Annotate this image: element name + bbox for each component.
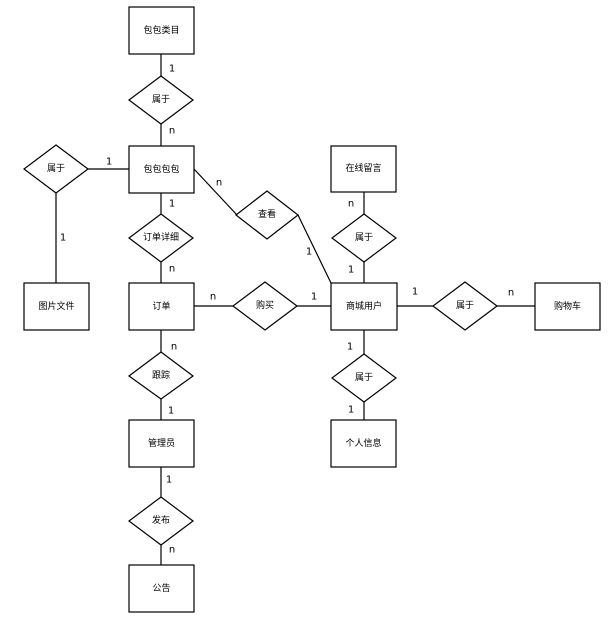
relation-diamond-r1[interactable] <box>128 75 194 125</box>
relation-diamond-r7[interactable] <box>128 496 194 546</box>
entity-label-bag: 包包包包 <box>143 163 179 175</box>
entity-box-order[interactable] <box>128 282 195 331</box>
entity-box-cart[interactable] <box>534 282 601 331</box>
line-bag-r4 <box>193 168 238 216</box>
cardinality-label: n <box>216 178 222 189</box>
cardinality-label: 1 <box>106 157 112 168</box>
relation-label-r7: 发布 <box>152 514 170 526</box>
entity-box-image-file[interactable] <box>23 282 90 331</box>
cardinality-label: n <box>169 545 175 556</box>
relation-diamond-r10[interactable] <box>331 353 397 403</box>
cardinality-label: n <box>169 264 175 275</box>
cardinality-label: n <box>348 199 354 210</box>
cardinality-label: 1 <box>168 406 174 417</box>
entity-label-image-file: 图片文件 <box>38 300 74 312</box>
relation-diamond-r4[interactable] <box>235 190 299 240</box>
cardinality-label: 1 <box>166 475 172 486</box>
cardinality-label: 1 <box>348 405 354 416</box>
relation-label-r1: 属于 <box>152 94 170 105</box>
entity-label-order: 订单 <box>152 300 170 312</box>
entity-box-message[interactable] <box>330 145 397 193</box>
cardinality-label: 1 <box>60 233 66 244</box>
cardinality-label: n <box>508 288 514 299</box>
cardinality-label: n <box>169 126 175 137</box>
relation-label-r9: 属于 <box>456 300 474 311</box>
entity-box-notice[interactable] <box>128 564 195 613</box>
relation-diamond-r2[interactable] <box>23 144 89 194</box>
relation-diamond-r9[interactable] <box>432 281 498 331</box>
cardinality-label: 1 <box>169 199 175 210</box>
line-r4-user <box>297 214 332 284</box>
relation-label-r2: 属于 <box>47 163 65 174</box>
relation-diamond-r3[interactable] <box>128 213 194 263</box>
entity-box-user[interactable] <box>330 282 398 331</box>
cardinality-label: 1 <box>306 247 312 258</box>
cardinality-label: 1 <box>169 64 175 75</box>
entity-label-profile: 个人信息 <box>345 437 381 449</box>
cardinality-label: 1 <box>412 287 418 298</box>
relation-diamond-r5[interactable] <box>232 281 298 331</box>
entity-box-bag-category[interactable] <box>128 6 195 55</box>
relation-label-r3: 订单详细 <box>143 231 179 243</box>
entity-box-admin[interactable] <box>128 419 195 468</box>
entity-box-profile[interactable] <box>330 419 397 468</box>
relation-diamond-r8[interactable] <box>331 213 397 263</box>
entity-boxes <box>23 6 601 613</box>
relation-label-r4: 查看 <box>258 208 276 220</box>
entity-label-notice: 公告 <box>152 582 170 594</box>
connector-lines <box>55 54 535 565</box>
cardinality-label: 1 <box>347 342 353 353</box>
cardinality-label: 1 <box>348 265 354 276</box>
relation-label-r8: 属于 <box>355 232 373 243</box>
entity-labels: 包包类目 包包包包 图片文件 订单 管理员 公告 在线留言 商城用户 购物车 个… <box>38 24 581 594</box>
entity-label-message: 在线留言 <box>345 162 381 174</box>
relation-diamonds <box>23 75 498 546</box>
relation-label-r6: 跟踪 <box>152 369 170 381</box>
relation-label-r5: 购买 <box>256 299 274 311</box>
relation-labels: 属于 属于 订单详细 查看 购买 跟踪 发布 属于 属于 属于 <box>47 94 474 526</box>
cardinality-label: n <box>171 342 177 353</box>
entity-label-cart: 购物车 <box>554 300 581 312</box>
cardinality-label: n <box>210 292 216 303</box>
entity-label-admin: 管理员 <box>148 437 175 449</box>
entity-box-bag[interactable] <box>128 145 195 194</box>
entity-label-user: 商城用户 <box>346 300 382 312</box>
cardinality-labels: 1 n 1 1 1 n n 1 n 1 n 1 1 n n 1 1 n 1 1 <box>60 64 514 556</box>
entity-label-bag-category: 包包类目 <box>143 24 179 36</box>
relation-label-r10: 属于 <box>355 372 373 383</box>
cardinality-label: 1 <box>311 292 317 303</box>
relation-diamond-r6[interactable] <box>127 351 195 400</box>
